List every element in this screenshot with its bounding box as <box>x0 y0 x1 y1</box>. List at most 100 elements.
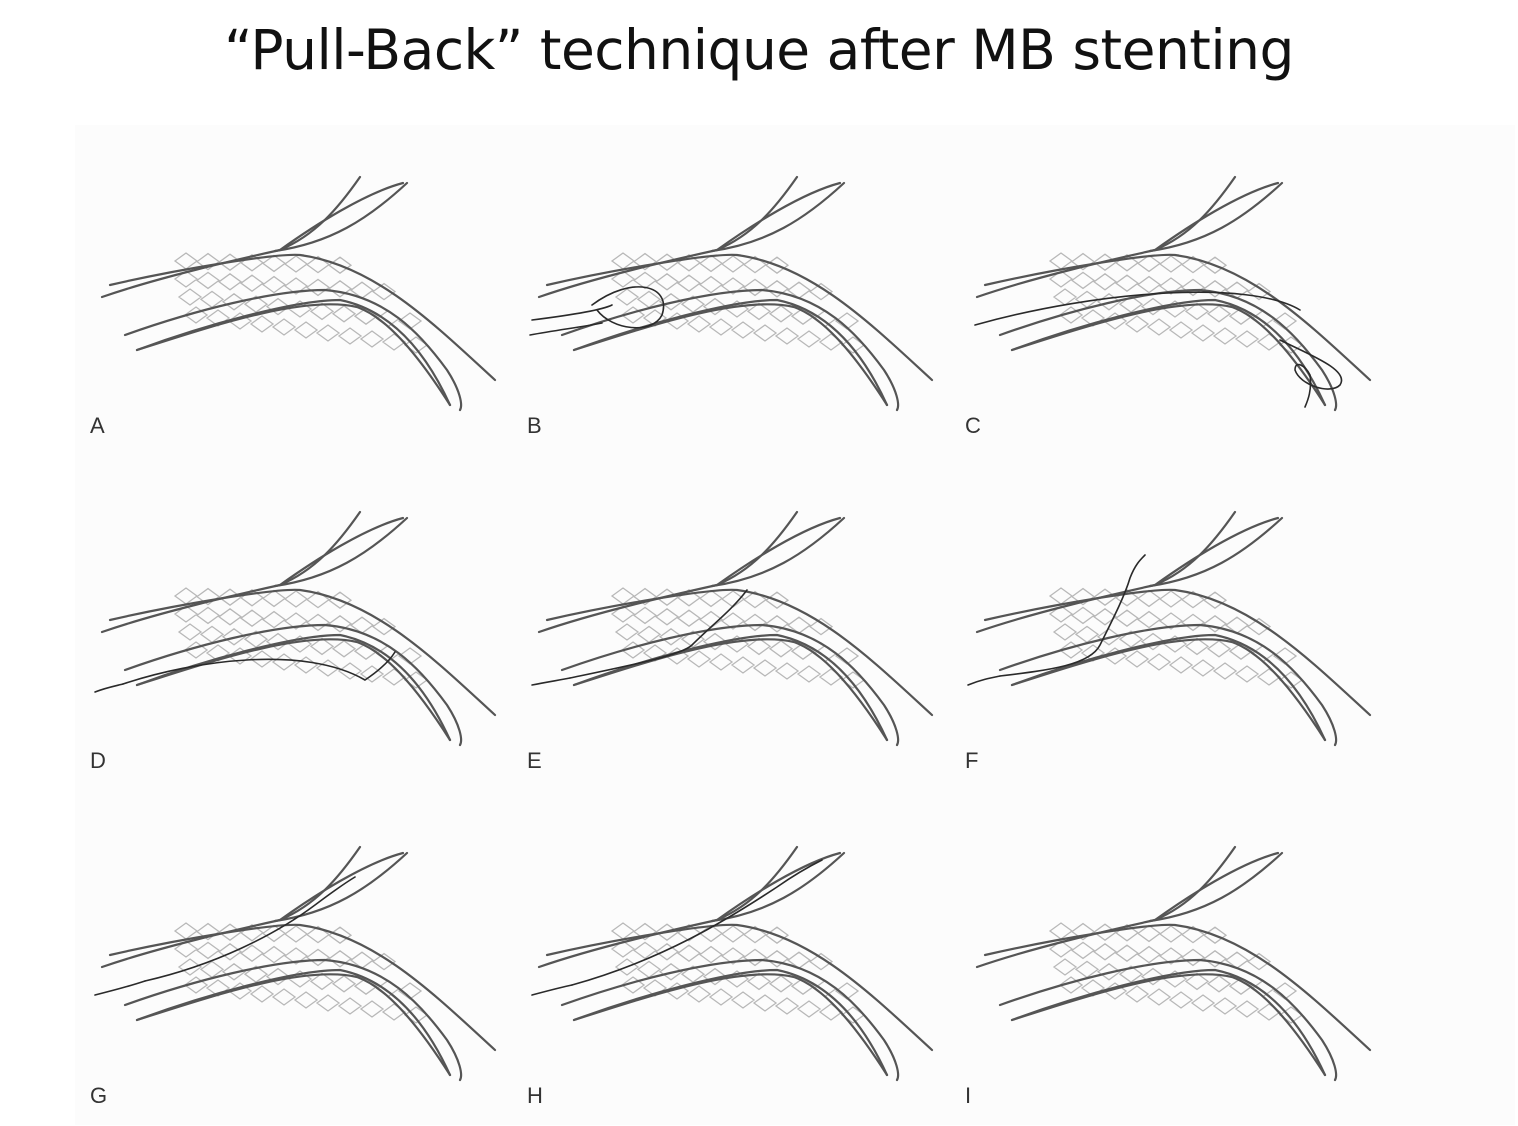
stent-mesh-row <box>1048 270 1272 301</box>
guidewire <box>529 322 603 336</box>
stent-mesh-row <box>620 641 866 689</box>
vessel-wall <box>572 638 889 742</box>
stent-mesh-row <box>183 976 429 1024</box>
bifurcation-drawing <box>967 510 1372 747</box>
vessel-wall <box>278 851 405 922</box>
stent-mesh-row <box>173 252 353 275</box>
panel-g: G <box>75 795 515 1115</box>
stent-mesh-row <box>1048 605 1272 636</box>
vessel-wall <box>545 253 934 382</box>
panel-a: A <box>75 125 515 445</box>
panel-i: I <box>950 795 1390 1115</box>
guidewire <box>122 651 396 685</box>
guidewire <box>94 683 124 693</box>
vessel-wall <box>983 923 1372 1052</box>
bifurcation-drawing <box>531 510 934 747</box>
vessel-wall <box>273 851 409 923</box>
bifurcation-drawing <box>531 845 934 1082</box>
vessel-wall <box>572 298 889 407</box>
guidewire <box>569 589 748 679</box>
vessel-wall <box>983 588 1372 717</box>
vessel-wall <box>1010 298 1327 407</box>
vessel-wall <box>108 253 497 382</box>
slide-title: “Pull-Back” technique after MB stenting <box>224 18 1294 82</box>
panel-label: E <box>527 748 542 773</box>
stent-mesh-row <box>1048 587 1228 610</box>
panel-label: D <box>90 748 106 773</box>
bifurcation-drawing <box>975 845 1372 1082</box>
vessel-wall <box>715 181 842 252</box>
guidewire <box>531 984 573 996</box>
vessel-wall <box>715 516 842 587</box>
vessel-wall <box>135 303 452 407</box>
guidewire <box>94 980 146 996</box>
vessel-wall <box>278 516 405 587</box>
vessel-wall <box>135 633 452 742</box>
panel-label: F <box>965 748 979 773</box>
vessel-wall <box>545 923 934 1052</box>
vessel-wall <box>135 973 452 1077</box>
vessel-wall <box>1010 638 1327 742</box>
stent-mesh-row <box>1048 922 1228 945</box>
stent-mesh-row <box>610 940 834 971</box>
panel-d: D <box>75 460 515 780</box>
vessel-wall <box>998 958 1338 1082</box>
vessel-wall <box>278 181 405 252</box>
vessel-wall <box>1010 968 1327 1077</box>
panel-c: C <box>950 125 1390 445</box>
stent-mesh-row <box>620 306 866 354</box>
panel-e: E <box>512 460 952 780</box>
guidewire <box>967 675 1001 686</box>
vessel-wall <box>1148 516 1284 588</box>
stent-mesh-row <box>610 252 790 275</box>
vessel-wall <box>1148 181 1284 253</box>
stent-mesh-row <box>1048 940 1272 971</box>
vessel-wall <box>572 973 889 1077</box>
vessel-wall <box>108 588 497 717</box>
guidewire <box>974 291 1301 326</box>
guidewire <box>591 286 665 329</box>
panel-label: H <box>527 1083 543 1108</box>
vessel-wall <box>273 516 409 588</box>
panel-h: H <box>512 795 952 1115</box>
stent-mesh-row <box>183 306 429 354</box>
panel-label: B <box>527 413 542 438</box>
stent-mesh-row <box>1058 306 1304 354</box>
vessel-wall <box>123 623 463 747</box>
panel-label: C <box>965 413 981 438</box>
stent-mesh-row <box>610 270 834 301</box>
vessel-wall <box>572 968 889 1077</box>
guidewire <box>531 677 571 686</box>
vessel-wall <box>1010 633 1327 742</box>
bifurcation-drawing <box>974 175 1372 412</box>
stent-mesh-row <box>173 270 397 301</box>
vessel-wall <box>998 623 1338 747</box>
vessel-wall <box>560 623 900 747</box>
guidewire <box>1279 339 1343 408</box>
guidewire <box>531 304 613 321</box>
vessel-wall <box>710 181 846 253</box>
vessel-wall <box>710 516 846 588</box>
bifurcation-drawing <box>529 175 934 412</box>
vessel-wall <box>560 958 900 1082</box>
panel-b: B <box>512 125 952 445</box>
panel-f: F <box>950 460 1390 780</box>
stent-mesh-row <box>610 605 834 636</box>
vessel-wall <box>1153 516 1280 587</box>
vessel-wall <box>1010 973 1327 1077</box>
vessel-wall <box>545 588 934 717</box>
guidewire <box>144 876 356 982</box>
guidewire <box>999 554 1146 677</box>
stent-mesh-row <box>173 940 397 971</box>
stent-mesh-row <box>1058 976 1304 1024</box>
stent-mesh-row <box>1058 641 1304 689</box>
vessel-wall <box>1010 303 1327 407</box>
stent-mesh-row <box>173 587 353 610</box>
vessel-wall <box>135 968 452 1077</box>
vessel-wall <box>123 958 463 1082</box>
vessel-wall <box>710 851 846 923</box>
vessel-wall <box>273 181 409 253</box>
vessel-wall <box>108 923 497 1052</box>
bifurcation-drawing <box>94 845 497 1082</box>
